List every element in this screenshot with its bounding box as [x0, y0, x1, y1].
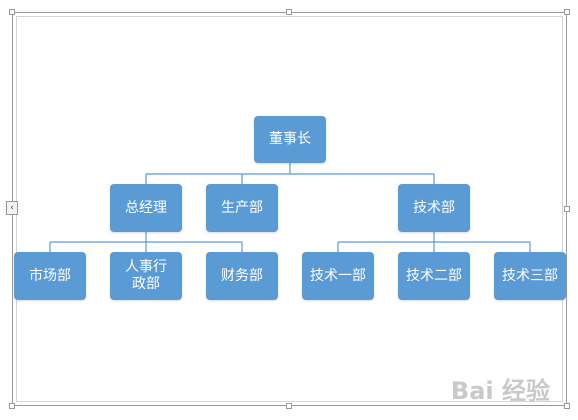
baidu-jingyan-watermark: Bai 经验 [450, 377, 550, 405]
node-tech-dept-2[interactable]: 技术二部 [398, 252, 470, 300]
resize-handle-bottom-left[interactable] [9, 403, 15, 409]
node-general-manager-label: 总经理 [125, 199, 167, 216]
node-chairman[interactable]: 董事长 [254, 116, 326, 163]
resize-handle-bottom-right[interactable] [564, 403, 570, 409]
resize-handle-top[interactable] [286, 9, 292, 15]
node-hr-admin-dept[interactable]: 人事行政部 [110, 252, 182, 300]
resize-handle-bottom[interactable] [286, 403, 292, 409]
node-finance-dept-label: 财务部 [221, 267, 263, 284]
node-tech-dept-3-label: 技术三部 [502, 267, 558, 284]
node-marketing-dept-label: 市场部 [29, 267, 71, 284]
node-chairman-label: 董事长 [269, 131, 311, 147]
resize-handle-right[interactable] [564, 206, 570, 212]
node-tech-dept-2-label: 技术二部 [406, 267, 462, 284]
node-tech-dept-label: 技术部 [413, 199, 455, 216]
text-pane-toggle-icon[interactable]: ‹ [6, 201, 18, 215]
node-tech-dept[interactable]: 技术部 [398, 184, 470, 232]
node-tech-dept-1[interactable]: 技术一部 [302, 252, 374, 300]
node-hr-admin-dept-label: 人事行政部 [125, 259, 167, 292]
node-marketing-dept[interactable]: 市场部 [14, 252, 86, 300]
diagram-canvas-frame [12, 12, 567, 406]
node-production-dept-label: 生产部 [221, 199, 263, 216]
resize-handle-top-left[interactable] [9, 9, 15, 15]
node-tech-dept-1-label: 技术一部 [310, 267, 366, 284]
node-tech-dept-3[interactable]: 技术三部 [494, 252, 566, 300]
resize-handle-top-right[interactable] [564, 9, 570, 15]
node-production-dept[interactable]: 生产部 [206, 184, 278, 232]
node-general-manager[interactable]: 总经理 [110, 184, 182, 232]
node-finance-dept[interactable]: 财务部 [206, 252, 278, 300]
